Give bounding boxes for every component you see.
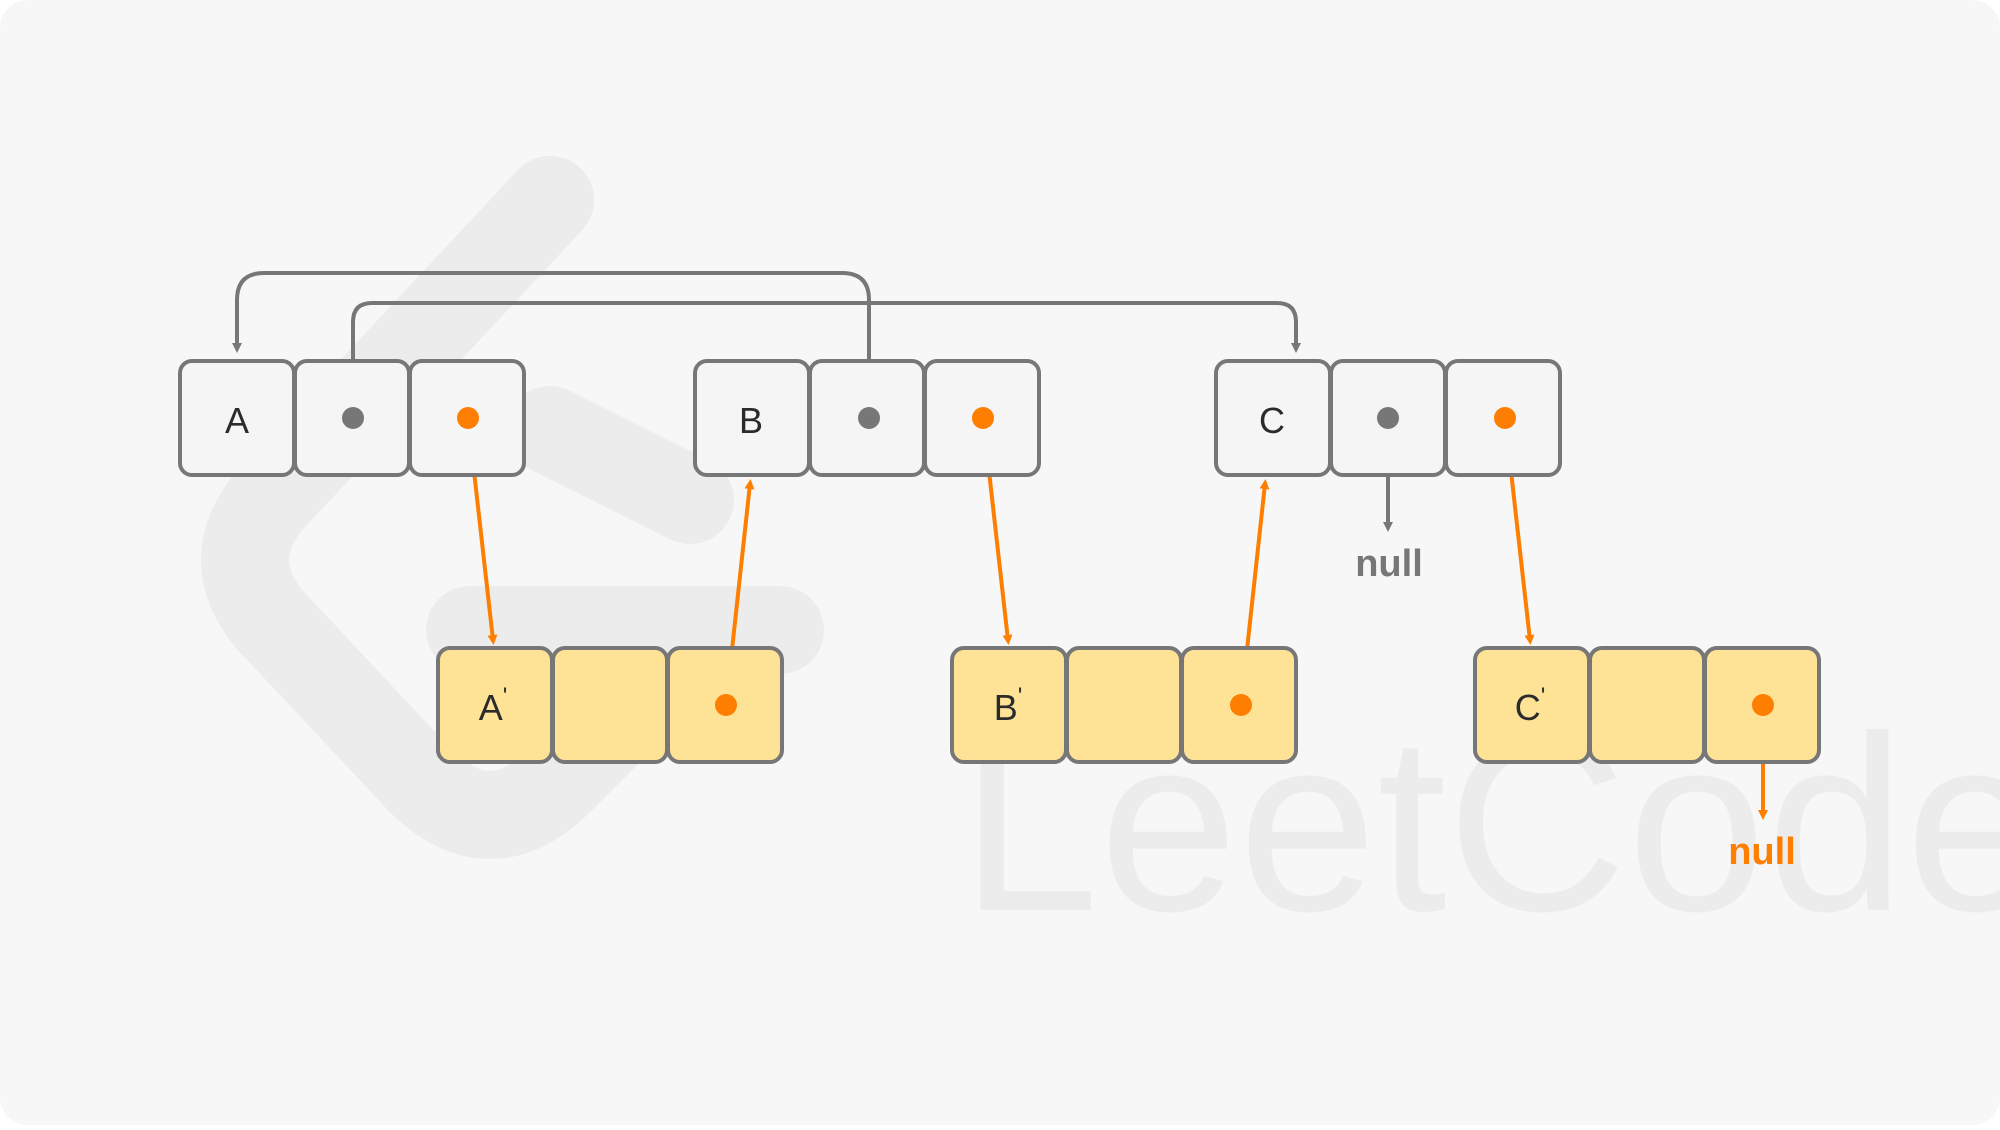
next-pointer-dot	[1494, 407, 1516, 429]
pointer-b-random-to-a	[232, 271, 871, 418]
node-label: B'	[994, 683, 1023, 728]
node-label: A	[225, 400, 249, 441]
random-pointer-dot	[858, 407, 880, 429]
pointer-a-random-to-c	[351, 301, 1301, 418]
next-pointer-dot	[715, 694, 737, 716]
random-pointer-dot	[1377, 407, 1399, 429]
copied-node-b: B'	[950, 646, 1298, 764]
next-pointer-dot	[1230, 694, 1252, 716]
next-pointer-dot	[972, 407, 994, 429]
node-label: B	[739, 400, 763, 441]
node-random-cell	[1588, 646, 1706, 764]
node-label: C'	[1515, 683, 1546, 728]
original-node-a: A	[178, 359, 526, 477]
node-random-cell	[551, 646, 669, 764]
original-node-c: C	[1214, 359, 1562, 477]
next-pointer-dot	[457, 407, 479, 429]
copied-node-c: C'	[1473, 646, 1821, 764]
next-pointer-dot	[1752, 694, 1774, 716]
leetcode-logo-icon	[201, 156, 824, 859]
node-label: A'	[479, 683, 508, 728]
null-label-gray: null	[1355, 543, 1423, 585]
random-pointer-dot	[342, 407, 364, 429]
original-node-b: B	[693, 359, 1041, 477]
null-label-orange: null	[1728, 831, 1796, 873]
node-label: C	[1259, 400, 1285, 441]
copied-node-a: A'	[436, 646, 784, 764]
node-random-cell	[1065, 646, 1183, 764]
